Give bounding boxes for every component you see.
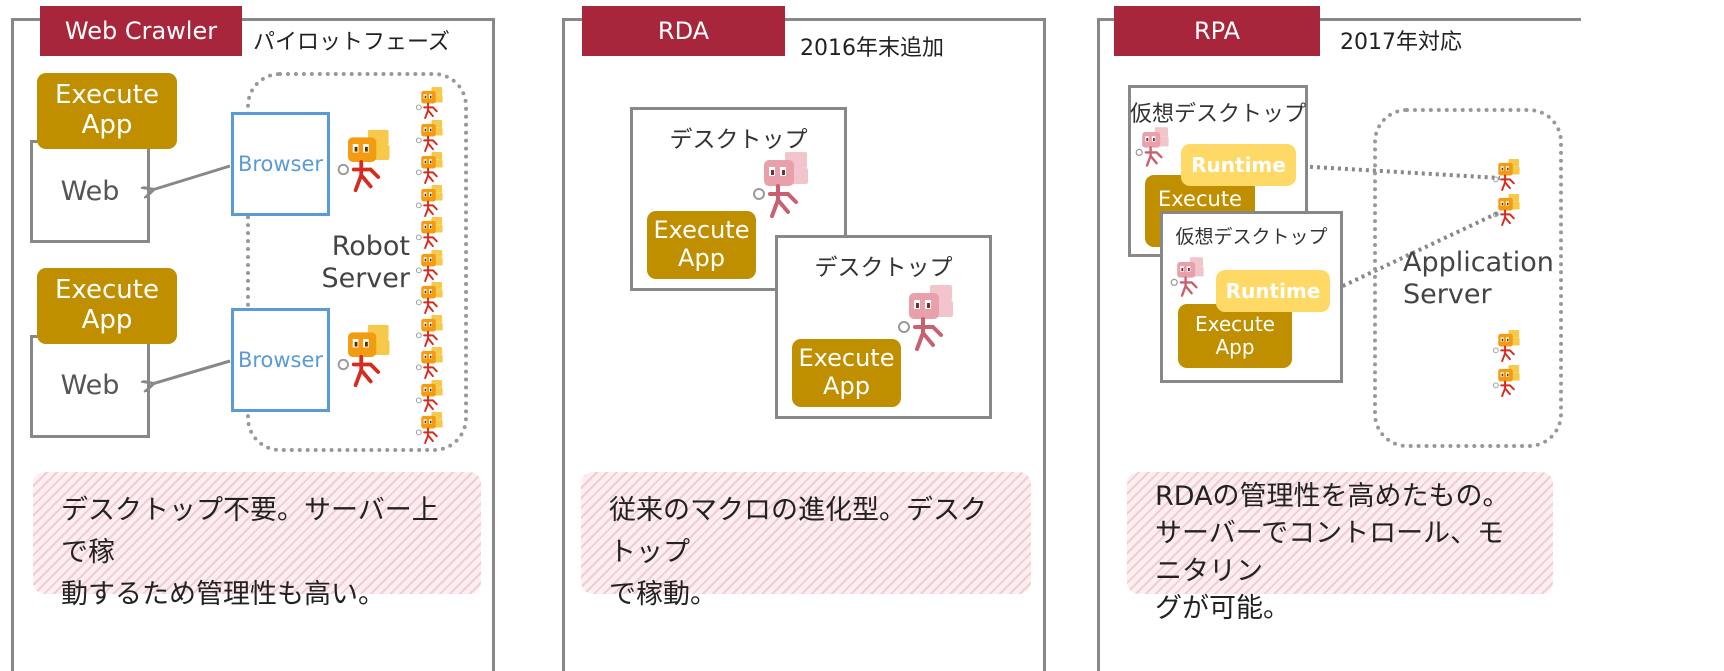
robot-orange-icon: [336, 128, 394, 194]
robot-orange-icon: [1492, 364, 1522, 398]
robot-orange-icon: [412, 314, 448, 348]
web-label: Web: [60, 176, 120, 207]
execute-app-box: Execute App: [37, 268, 177, 344]
execute-app-box: Execute App: [1178, 304, 1292, 368]
robot-orange-icon: [412, 86, 448, 120]
robot-pink-icon: [1135, 126, 1171, 168]
rpa-panel: [1097, 18, 1581, 671]
robot-pink-icon: [752, 150, 812, 220]
robot-orange-icon: [412, 346, 448, 380]
robot-orange-icon: [412, 216, 448, 250]
virtual-desktop-label: 仮想デスクトップ: [1175, 226, 1328, 248]
execute-app-box: Execute App: [792, 339, 901, 407]
rda-tab: RDA: [582, 6, 785, 56]
robot-orange-icon: [412, 249, 448, 283]
runtime-box: Runtime: [1181, 144, 1296, 186]
robot-orange-icon: [336, 323, 394, 389]
execute-app-box: Execute App: [647, 211, 756, 279]
pilot-phase-note: パイロットフェーズ: [253, 30, 450, 55]
browser-box: Browser: [231, 308, 330, 412]
execute-app-box: Execute App: [37, 73, 177, 149]
robot-orange-icon: [1492, 158, 1522, 192]
robot-pink-icon: [1170, 256, 1206, 298]
robot-orange-icon: [412, 119, 448, 153]
robot-orange-icon: [412, 184, 448, 218]
robot-orange-icon: [1492, 193, 1522, 227]
virtual-desktop-label: 仮想デスクトップ: [1129, 102, 1306, 127]
web-crawler-description: デスクトップ不要。サーバー上で稼 動するため管理性も高い。: [33, 472, 481, 610]
rda-added-note: 2016年末追加: [800, 36, 944, 61]
robot-server-label: Robot Server: [321, 231, 410, 295]
application-server-label: Application Server: [1403, 247, 1554, 311]
robot-orange-icon: [412, 379, 448, 413]
robot-orange-icon: [412, 411, 448, 445]
desktop-label: デスクトップ: [669, 127, 808, 153]
runtime-box: Runtime: [1216, 270, 1330, 312]
desktop-label: デスクトップ: [814, 255, 953, 281]
rda-description: 従来のマクロの進化型。デスクトップ で稼動。: [581, 472, 1031, 610]
rpa-tab: RPA: [1114, 6, 1320, 56]
rpa-support-note: 2017年対応: [1340, 30, 1462, 55]
web-label: Web: [60, 370, 120, 401]
rda-panel: [562, 18, 1046, 671]
robot-orange-icon: [412, 281, 448, 315]
robot-column: [412, 86, 456, 446]
rpa-description: RDAの管理性を高めたもの。 サーバーでコントロール、モニタリン グが可能。: [1127, 472, 1553, 624]
robot-orange-icon: [1492, 329, 1522, 363]
robot-orange-icon: [412, 151, 448, 185]
robot-pink-icon: [897, 283, 957, 353]
robot-server-area: [246, 72, 468, 452]
web-crawler-panel: [11, 18, 495, 671]
application-server-area: [1373, 108, 1563, 448]
web-crawler-tab: Web Crawler: [40, 6, 242, 56]
browser-box: Browser: [231, 112, 330, 216]
